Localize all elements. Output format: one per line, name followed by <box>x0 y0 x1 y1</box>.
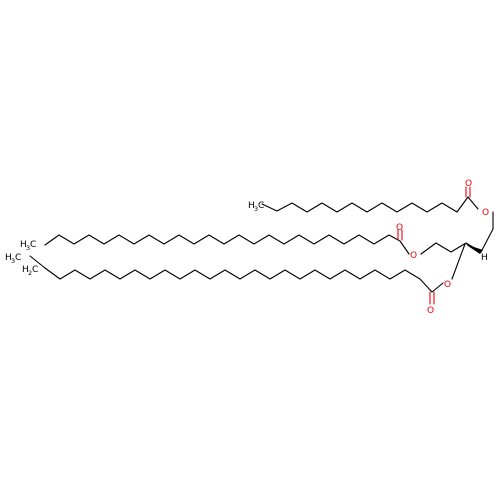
chain-3-ester-oxygen: O <box>444 280 451 290</box>
svg-text:H: H <box>5 253 12 263</box>
chain-1-bonds <box>261 196 479 213</box>
svg-text:2: 2 <box>28 269 32 277</box>
chain-3-bonds <box>44 267 444 293</box>
chain-2-ester-oxygen: O <box>410 251 417 261</box>
chain-3-carbonyl-oxygen: O <box>427 306 434 316</box>
chain-1-ester-oxygen: O <box>482 208 489 218</box>
svg-text:C: C <box>32 265 38 275</box>
svg-text:3: 3 <box>254 205 258 213</box>
svg-text:H: H <box>20 240 27 250</box>
chain-2-methyl-label: H 3 C <box>20 240 36 252</box>
svg-text:C: C <box>30 240 36 250</box>
chain-1-carbonyl-oxygen: O <box>465 179 472 189</box>
svg-text:H: H <box>248 201 255 211</box>
svg-text:C: C <box>258 201 264 211</box>
chain-1-methyl-label: H 3 C <box>248 201 264 213</box>
svg-text:H: H <box>22 265 29 275</box>
chain-3-to-glycerol-bond <box>451 243 466 280</box>
chain-2-carbonyl-oxygen: O <box>396 223 403 233</box>
chain-3-methyl-label: H 3 C <box>5 253 21 265</box>
svg-text:3: 3 <box>26 244 30 252</box>
stereo-hydrogen: H <box>481 253 488 263</box>
chain-2-glycerol-bonds <box>420 228 494 255</box>
chain-2-bonds <box>44 234 410 255</box>
stereo-wedge-bond <box>465 244 483 254</box>
chain-3-branch-bond <box>29 255 46 269</box>
svg-text:C: C <box>15 253 21 263</box>
svg-text:3: 3 <box>11 257 15 265</box>
chain-3-methylene-label: H 2 C <box>22 265 38 277</box>
